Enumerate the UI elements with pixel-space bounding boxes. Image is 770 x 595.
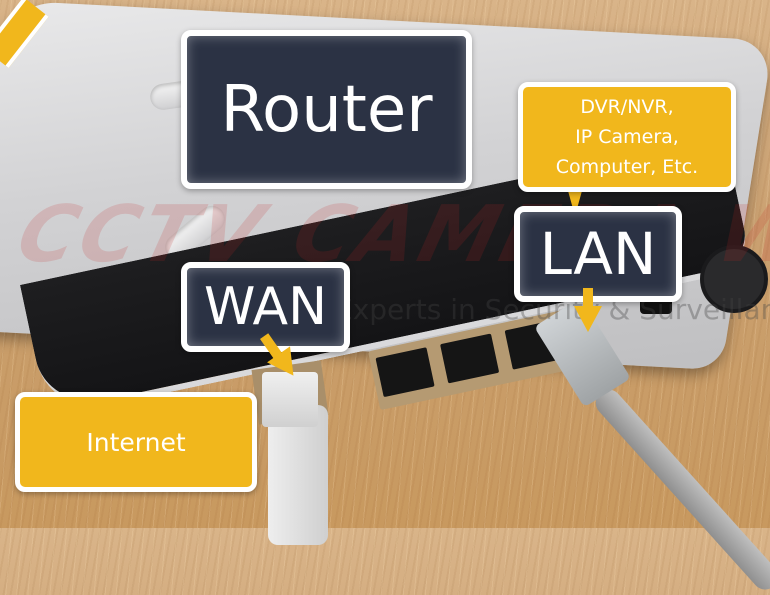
lan-port (440, 333, 500, 384)
devices-callout: DVR/NVR, IP Camera, Computer, Etc. (518, 82, 736, 192)
wan-cable (268, 405, 328, 545)
lan-port (375, 347, 435, 398)
arrow-icon (583, 288, 593, 308)
callout-line: Computer, Etc. (555, 156, 699, 178)
lan-label: LAN (514, 206, 682, 302)
power-knob (700, 245, 768, 313)
lan-cable (590, 384, 770, 595)
arrow-down-icon (574, 306, 602, 332)
wan-plug (262, 372, 318, 427)
router-label: Router (181, 30, 472, 189)
callout-line: IP Camera, (575, 126, 679, 148)
internet-callout: Internet (15, 392, 257, 492)
wan-label: WAN (181, 262, 350, 352)
callout-line: DVR/NVR, (580, 96, 674, 118)
